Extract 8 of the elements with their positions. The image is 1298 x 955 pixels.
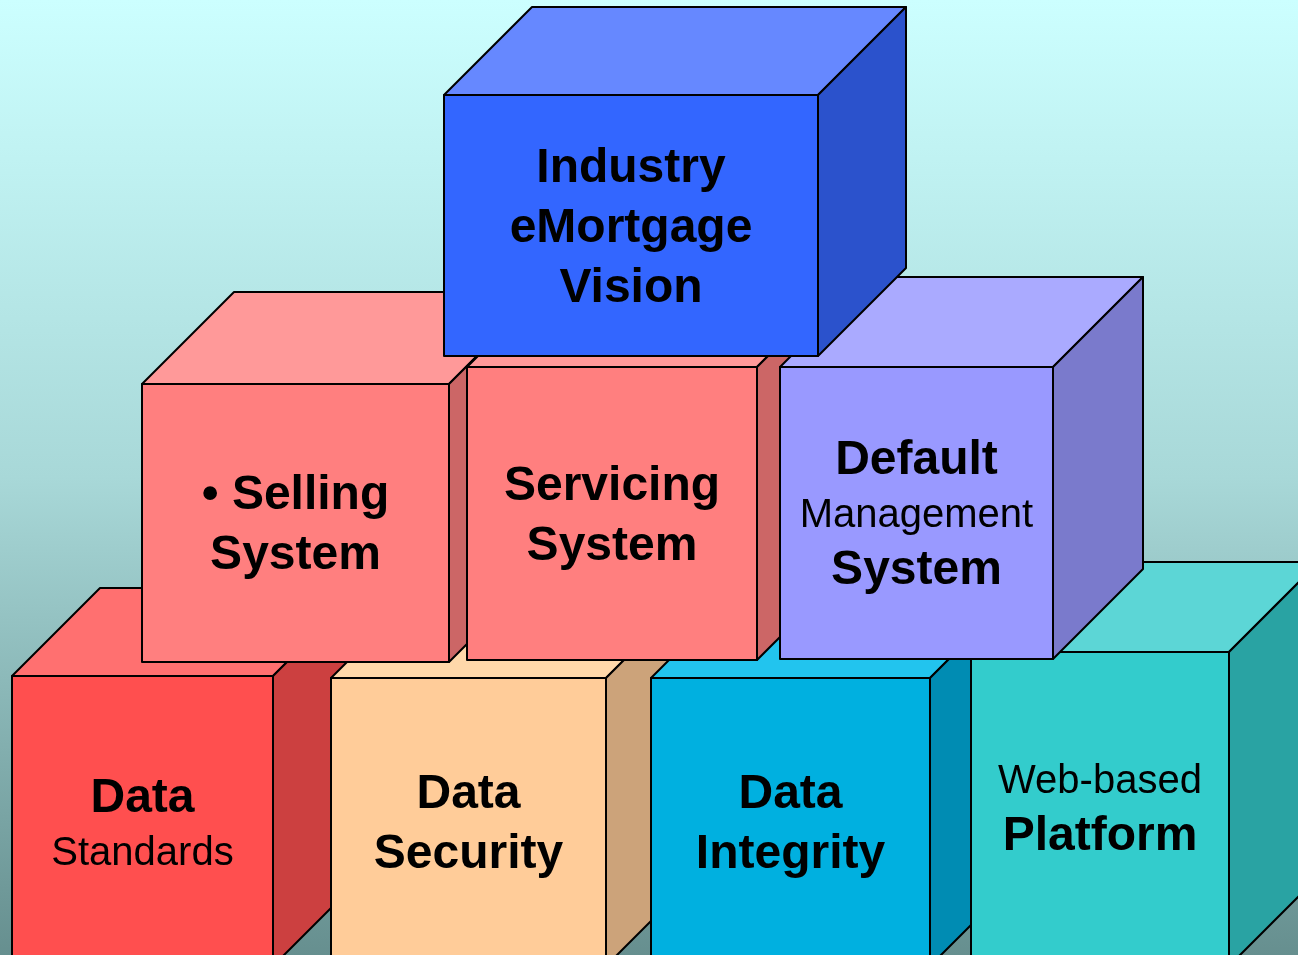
block-label: Data Integrity <box>694 764 887 880</box>
block-label: Data Standards <box>50 768 235 875</box>
block-label: Web-based Platform <box>997 756 1203 862</box>
block-label: Default Management System <box>798 430 1035 596</box>
block-label: • Selling System <box>200 465 391 581</box>
block-label: Servicing System <box>502 455 722 572</box>
block-label: Industry eMortgage Vision <box>508 137 754 314</box>
block-label: Data Security <box>372 764 565 880</box>
